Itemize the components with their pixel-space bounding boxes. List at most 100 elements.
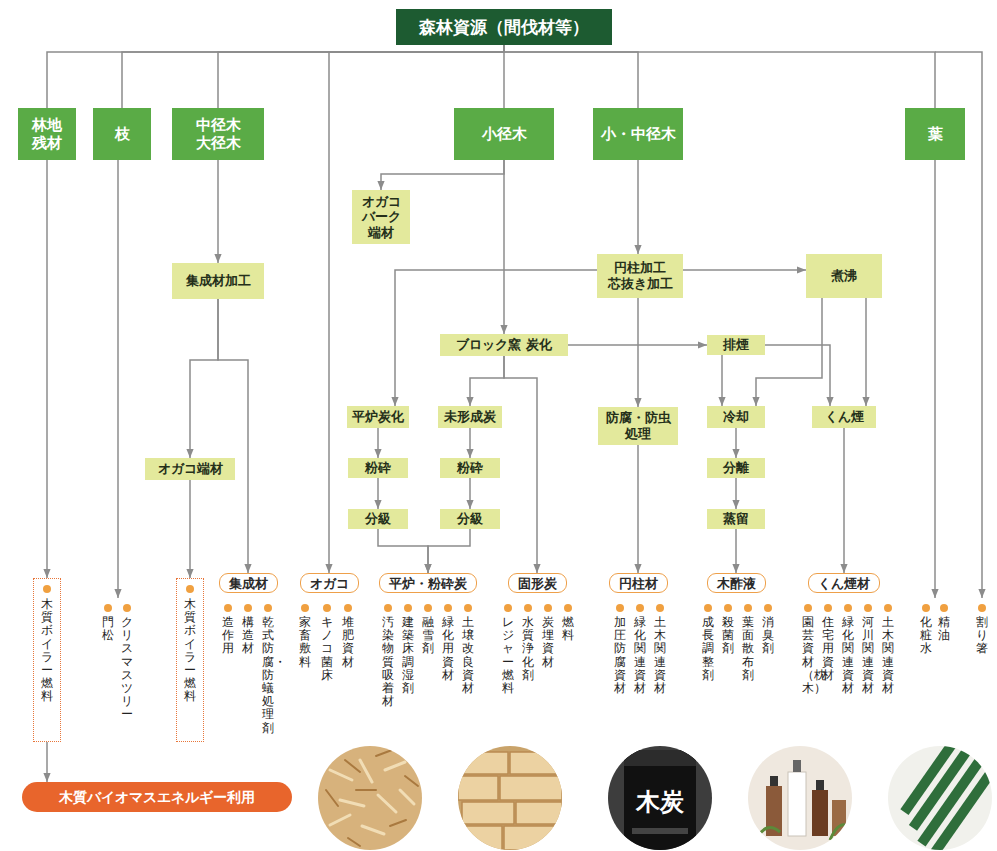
node-text: 煮沸 xyxy=(831,268,857,284)
connector xyxy=(843,428,845,573)
wood-chip-photo xyxy=(316,744,424,851)
node-text: 小・中径木 xyxy=(601,125,676,143)
connector xyxy=(470,356,504,406)
product-category: 集成材 xyxy=(219,573,278,593)
product-item: 住宅用資材 xyxy=(822,604,834,682)
node-text: くん煙材 xyxy=(818,576,870,591)
process-box: 平炉炭化 xyxy=(347,406,409,428)
node-text: 分級 xyxy=(365,511,391,527)
connector xyxy=(469,428,471,458)
node-text: 蒸留 xyxy=(723,511,749,527)
node-text: 葉 xyxy=(928,125,943,143)
connector xyxy=(756,298,822,406)
process-box: 排煙 xyxy=(707,335,765,355)
product-category: くん煙材 xyxy=(808,573,880,593)
connector xyxy=(190,299,218,458)
product-item: 殺菌剤 xyxy=(722,604,734,656)
node-text: くん煙 xyxy=(825,409,864,425)
product-item: クリスマスツリー xyxy=(121,604,133,722)
product-item: 構造材 xyxy=(242,604,254,656)
product-category: オガコ xyxy=(300,573,359,593)
connector xyxy=(504,45,638,108)
fuel-box: 木質ボイラー燃料 xyxy=(33,578,61,742)
connector xyxy=(428,529,470,573)
connector xyxy=(735,478,737,509)
process-box: 分級 xyxy=(348,509,408,529)
process-box: 冷却 xyxy=(707,406,765,428)
product-item: 燃料 xyxy=(562,604,574,642)
node-text: 未形成炭 xyxy=(444,409,496,425)
node-text: 円柱材 xyxy=(619,576,658,591)
material-box: 小径木 xyxy=(454,108,554,160)
product-item: 汚染物質吸着材 xyxy=(382,604,394,708)
charcoal-photo xyxy=(606,744,714,851)
node-text: 枝 xyxy=(115,125,130,143)
connector xyxy=(721,355,723,406)
material-box: 枝 xyxy=(93,108,151,160)
node-text: 森林資源（間伐材等） xyxy=(419,17,589,37)
process-box: 分離 xyxy=(707,458,765,478)
process-box: 分級 xyxy=(440,509,500,529)
product-item: 緑化関連資材 xyxy=(842,604,854,695)
node-text: 粉砕 xyxy=(457,460,483,476)
process-box: 円柱加工 芯抜き加工 xyxy=(597,254,683,298)
product-item: 成長調整剤 xyxy=(702,604,714,682)
product-item: 堆肥資材 xyxy=(342,604,354,669)
connector xyxy=(218,299,248,573)
node-text: 平炉・粉砕炭 xyxy=(389,576,467,591)
connector xyxy=(765,345,830,406)
node-text: 木質バイオマスエネルギー利用 xyxy=(59,789,255,806)
material-box: 葉 xyxy=(905,108,965,160)
chopsticks-photo xyxy=(886,719,997,851)
node-text: 粉砕 xyxy=(365,460,391,476)
product-item: 園芸資材（枕木） xyxy=(802,604,814,695)
connector xyxy=(503,160,505,334)
product-item: 河川関連資材 xyxy=(862,604,874,695)
connector xyxy=(47,45,504,108)
product-item: 建築床調湿剤 xyxy=(402,604,414,695)
source-box: 森林資源（間伐材等） xyxy=(396,9,612,45)
product-item: 家畜敷料 xyxy=(299,604,311,669)
product-category: 平炉・粉砕炭 xyxy=(379,573,477,593)
node-text: 平炉炭化 xyxy=(352,409,404,425)
product-item: レジャー燃料 xyxy=(502,604,514,695)
product-item: 葉面散布剤 xyxy=(742,604,754,682)
process-box: 粉砕 xyxy=(440,458,500,478)
product-item: 割り箸 xyxy=(976,604,988,656)
process-box: 集成材加工 xyxy=(172,263,264,299)
branch-line xyxy=(934,160,936,598)
node-text: 中径木 大径木 xyxy=(176,116,260,152)
connector xyxy=(568,344,707,346)
product-item: 炭埋資材 xyxy=(542,604,554,669)
node-text: 冷却 xyxy=(723,409,749,425)
node-text: 排煙 xyxy=(723,337,749,353)
connector xyxy=(122,45,504,108)
connector xyxy=(378,529,428,573)
node-text: 分級 xyxy=(457,511,483,527)
product-category: 円柱材 xyxy=(609,573,668,593)
node-text: 分離 xyxy=(723,460,749,476)
product-item: キノコ菌床 xyxy=(321,604,333,682)
node-text: オガコ バーク 端材 xyxy=(356,194,406,241)
node-text: 木酢液 xyxy=(717,576,756,591)
product-item: 土壌改良資材 xyxy=(462,604,474,695)
connector xyxy=(218,45,504,108)
connector xyxy=(46,160,48,578)
connector xyxy=(735,428,737,458)
lumber-photo xyxy=(456,744,564,851)
process-box: オガコ端材 xyxy=(145,458,235,480)
node-text: 木質ボイラー燃料 xyxy=(41,598,53,704)
node-text: 小径木 xyxy=(482,125,527,143)
product-item: 緑化用資材 xyxy=(442,604,454,682)
connector xyxy=(504,45,935,108)
node-text: ブロック窯 炭化 xyxy=(456,337,552,353)
connector xyxy=(637,298,639,407)
product-item: 加圧防腐資材 xyxy=(614,604,626,695)
connector xyxy=(503,45,505,108)
connector xyxy=(683,269,806,271)
process-box: 防腐・防虫 処理 xyxy=(598,407,678,445)
connector xyxy=(637,445,639,573)
connector xyxy=(217,160,219,263)
product-item: 緑化関連資材 xyxy=(634,604,646,695)
material-box: 小・中径木 xyxy=(593,108,683,160)
